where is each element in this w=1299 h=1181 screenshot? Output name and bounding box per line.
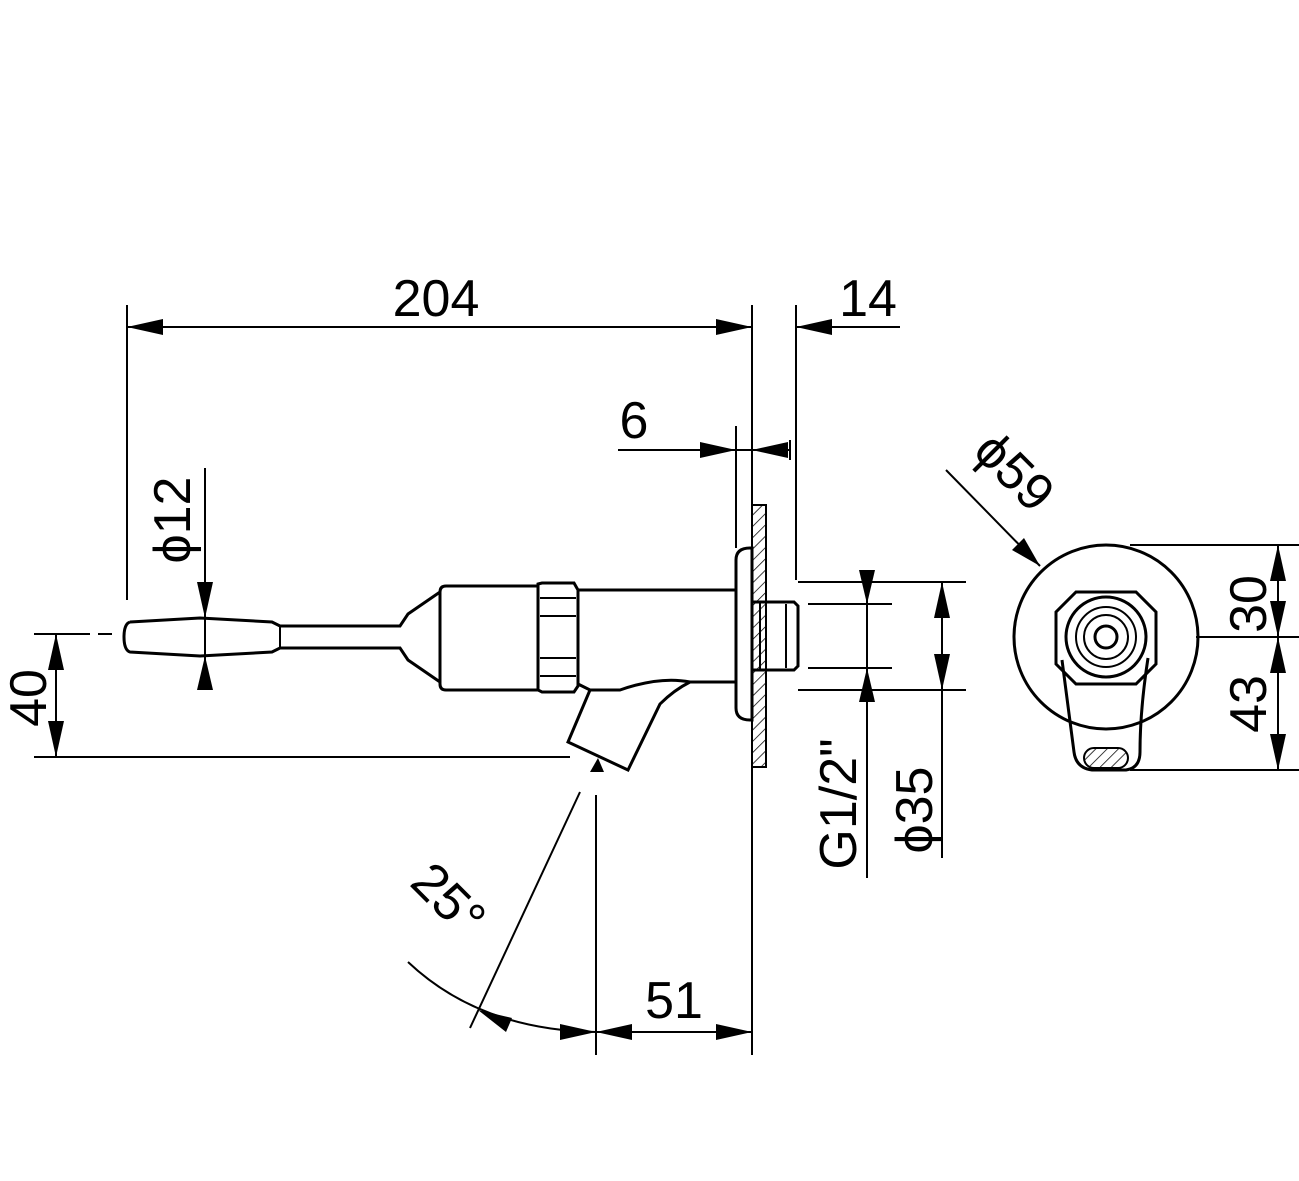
dim-wall-offset: 14 (795, 270, 900, 580)
valve-body (438, 584, 540, 692)
dim-label-d12: ϕ12 (144, 477, 202, 564)
connector (752, 600, 800, 672)
dim-overall-length: 204 (126, 270, 753, 1055)
hex-nut (536, 581, 580, 694)
dim-spout-offset: 51 (596, 972, 752, 1040)
dim-label-6: 6 (620, 392, 649, 450)
lever-handle (122, 590, 441, 684)
dim-label-d35: ϕ35 (886, 767, 944, 854)
spout-outlet (1083, 747, 1129, 769)
dim-thread: G1/2" (808, 570, 892, 878)
dim-label-14: 14 (839, 270, 897, 328)
dim-label-d59: ϕ59 (963, 421, 1066, 524)
rosette-front (1012, 543, 1200, 731)
dim-angle: 25° (400, 758, 604, 1055)
dim-label-40: 40 (0, 669, 58, 727)
handle-front (1060, 657, 1150, 772)
dim-height: 40 (0, 633, 570, 758)
rosette (734, 546, 754, 722)
spout (566, 680, 691, 772)
dim-body-diameter: ϕ35 (798, 581, 966, 858)
side-view (122, 504, 800, 772)
dim-label-51: 51 (645, 972, 703, 1030)
dim-label-25deg: 25° (400, 852, 497, 949)
dim-label-43: 43 (1220, 675, 1278, 733)
dim-label-30: 30 (1220, 575, 1278, 633)
dim-rosette-diameter: ϕ59 (945, 421, 1066, 567)
dim-front-heights: 30 43 (1130, 544, 1299, 771)
dim-label-204: 204 (393, 270, 480, 328)
front-view (1012, 543, 1200, 772)
dim-rosette-thickness: 6 (618, 392, 791, 548)
dim-label-thread: G1/2" (810, 738, 868, 869)
hex-front (1054, 590, 1158, 686)
dim-lever-diameter: ϕ12 (144, 468, 213, 690)
